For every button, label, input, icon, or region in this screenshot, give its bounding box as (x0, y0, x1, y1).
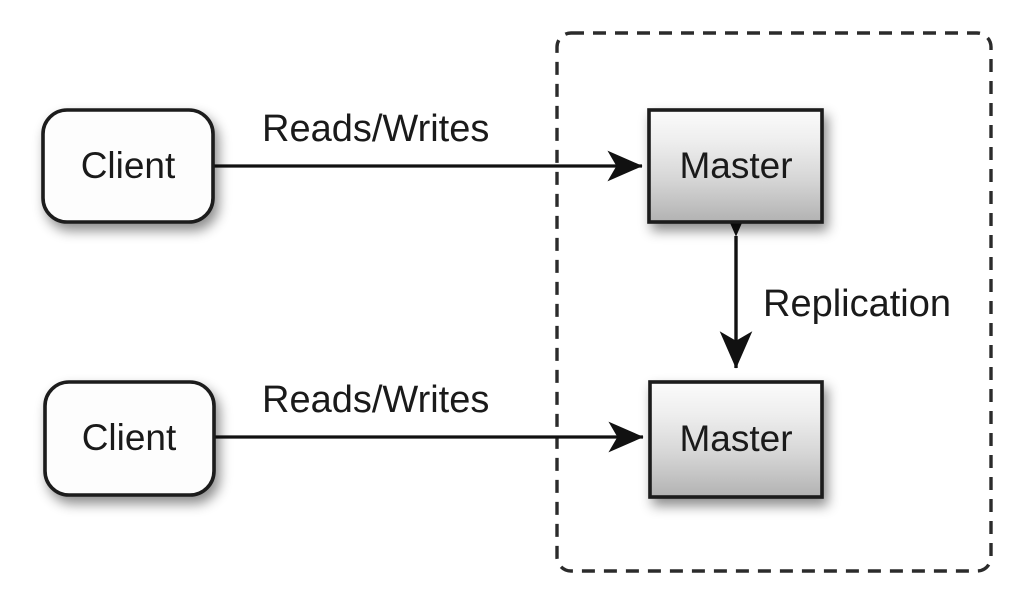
edge-label-replication: Replication (763, 283, 951, 325)
client-bottom-label: Client (82, 417, 177, 458)
client-bottom-shape (43, 380, 216, 497)
master-top-shape (647, 108, 824, 224)
edge-label-reads-writes-top: Reads/Writes (262, 108, 489, 150)
node-master-top[interactable]: Master (647, 108, 824, 224)
client-top-shape (41, 108, 215, 224)
node-client-top[interactable]: Client (41, 108, 215, 224)
replication-cluster-boundary (555, 31, 993, 573)
edge-layer (213, 150, 753, 453)
master-bottom-shape (648, 380, 824, 499)
master-top-label: Master (679, 145, 792, 186)
master-bottom-label: Master (679, 418, 792, 459)
edge-label-reads-writes-bottom: Reads/Writes (262, 379, 489, 421)
edge-label-layer: Reads/Writes Reads/Writes Replication (262, 108, 951, 421)
node-layer: Client Client Master Master (41, 108, 824, 499)
node-master-bottom[interactable]: Master (648, 380, 824, 499)
node-client-bottom[interactable]: Client (43, 380, 216, 497)
client-top-label: Client (81, 145, 176, 186)
